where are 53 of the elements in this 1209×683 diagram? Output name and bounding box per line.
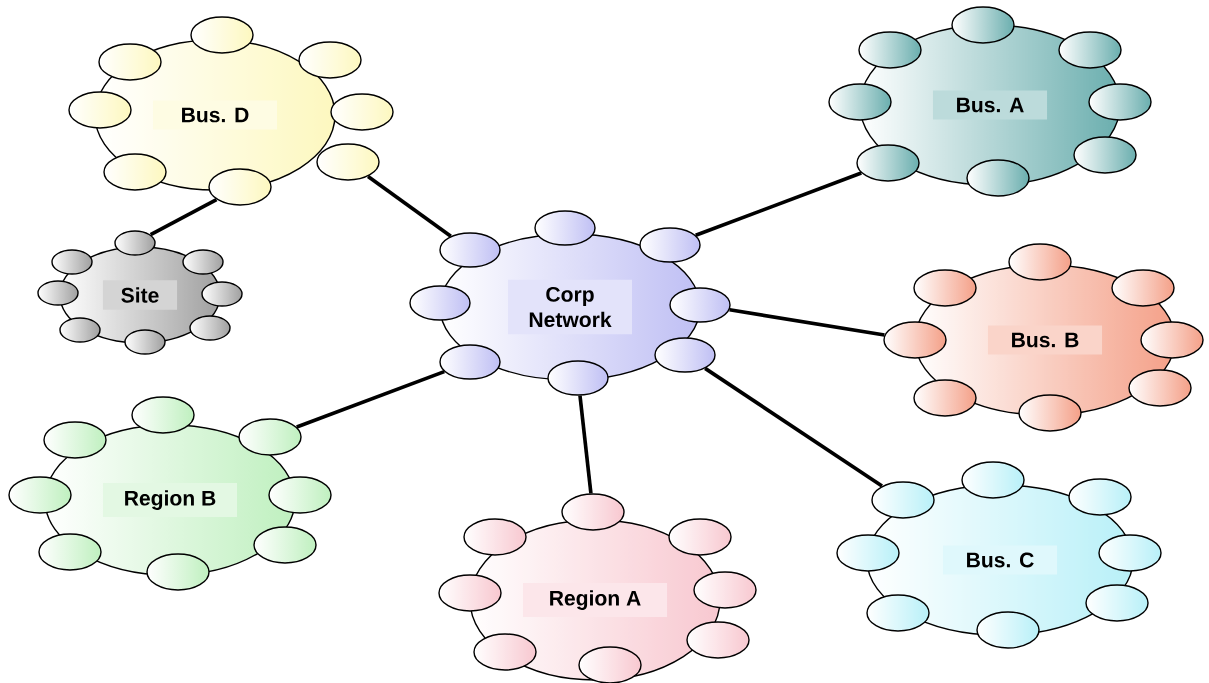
port-ellipse <box>463 518 527 556</box>
port-ellipse <box>561 493 625 531</box>
port-ellipse <box>51 249 93 275</box>
port-ellipse <box>1073 136 1137 174</box>
port-ellipse <box>131 396 195 434</box>
port-ellipse <box>1018 394 1082 432</box>
port-ellipse <box>189 315 231 341</box>
port-ellipse <box>1068 478 1132 516</box>
port-ellipse <box>976 611 1040 649</box>
port-ellipse <box>639 227 701 263</box>
port-ellipse <box>966 159 1030 197</box>
port-ellipse <box>828 83 892 121</box>
port-ellipse <box>693 571 757 609</box>
port-ellipse <box>686 621 750 659</box>
port-ellipse <box>201 281 243 307</box>
connector-line <box>704 366 883 488</box>
port-ellipse <box>1008 243 1072 281</box>
port-ellipse <box>268 476 332 514</box>
port-ellipse <box>68 91 132 129</box>
port-ellipse <box>836 534 900 572</box>
port-ellipse <box>146 553 210 591</box>
connector-line <box>729 308 885 337</box>
port-ellipse <box>669 287 731 323</box>
port-ellipse <box>238 418 302 456</box>
port-ellipse <box>253 526 317 564</box>
connector-line <box>149 197 218 237</box>
connector-line <box>296 369 445 429</box>
port-ellipse <box>1128 369 1192 407</box>
port-ellipse <box>114 230 156 256</box>
connector-line <box>695 171 862 238</box>
port-ellipse <box>37 280 79 306</box>
port-ellipse <box>1098 534 1162 572</box>
connector-line <box>578 395 593 494</box>
port-ellipse <box>1140 321 1204 359</box>
port-ellipse <box>951 6 1015 44</box>
port-ellipse <box>190 16 254 54</box>
port-ellipse <box>547 360 609 396</box>
port-ellipse <box>8 476 72 514</box>
port-ellipse <box>330 93 394 131</box>
port-ellipse <box>668 518 732 556</box>
port-ellipse <box>883 321 947 359</box>
port-ellipse <box>316 143 380 181</box>
port-ellipse <box>38 533 102 571</box>
port-ellipse <box>409 285 471 321</box>
port-ellipse <box>534 210 596 246</box>
port-ellipse <box>1085 584 1149 622</box>
port-ellipse <box>1088 83 1152 121</box>
port-ellipse <box>438 574 502 612</box>
port-ellipse <box>961 461 1025 499</box>
port-ellipse <box>654 337 716 373</box>
connector-line <box>367 175 452 238</box>
port-ellipse <box>124 329 166 355</box>
port-ellipse <box>298 41 362 79</box>
